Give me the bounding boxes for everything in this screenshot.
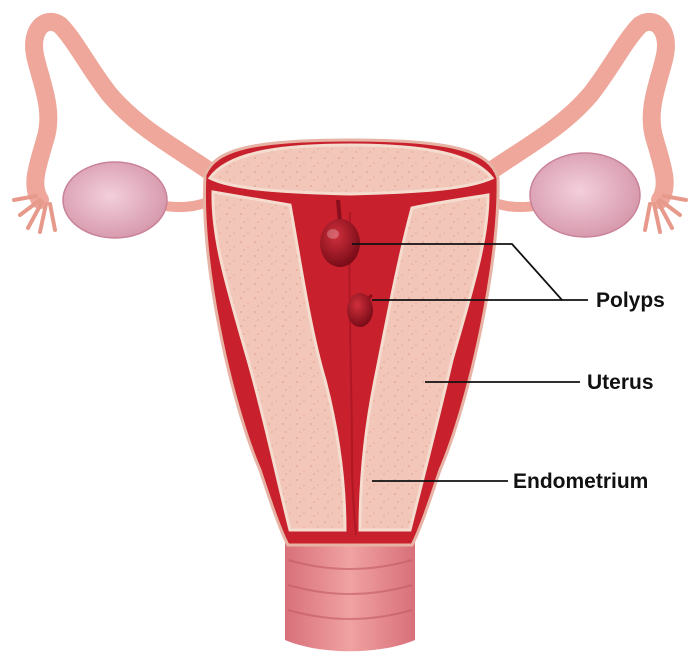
label-endometrium: Endometrium <box>513 470 648 493</box>
left-ovary <box>63 162 167 238</box>
polyp-lower <box>347 293 373 327</box>
polyp-upper <box>320 219 360 267</box>
label-polyps: Polyps <box>596 289 665 312</box>
label-uterus: Uterus <box>587 371 654 394</box>
polyp-upper-stalk <box>338 200 340 222</box>
polyp-upper-highlight <box>327 229 339 239</box>
right-ovary <box>530 153 640 237</box>
